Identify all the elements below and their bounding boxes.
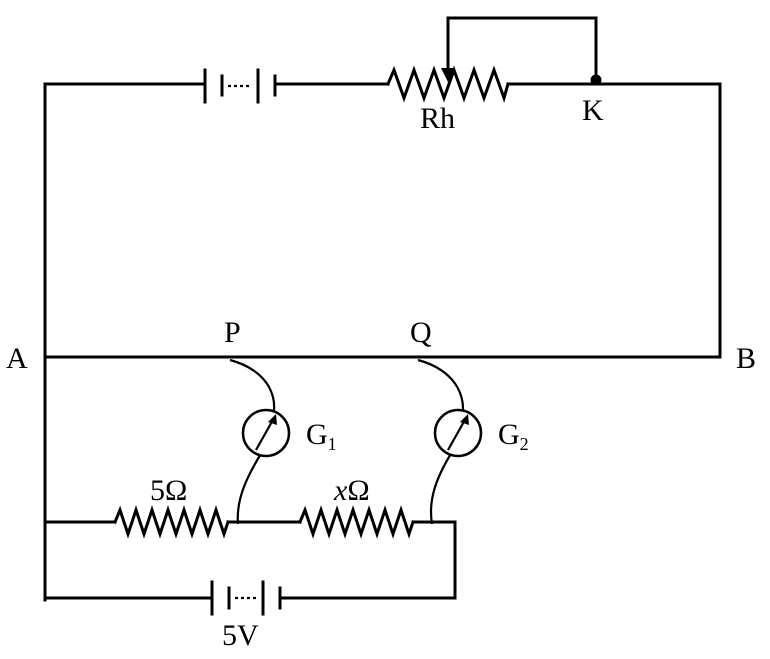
- g1-lower-lead: [236, 451, 263, 525]
- driver-battery: [203, 68, 277, 104]
- cell-5v-label: 5V: [222, 619, 259, 652]
- resistor-x-ohm: [298, 505, 415, 539]
- resistor-5-ohm-label: 5Ω: [150, 474, 187, 507]
- jockey-p-label: P: [224, 316, 241, 349]
- g2-lower-lead: [429, 451, 453, 525]
- cell-5v: [210, 580, 282, 616]
- jockey-q-label: Q: [410, 316, 432, 349]
- secondary-circuit: [43, 505, 457, 616]
- key-label: K: [582, 94, 604, 127]
- galvanometer-g2-label: G2: [498, 418, 529, 454]
- galvanometer-g1-branch: [229, 358, 291, 525]
- resistor-x-ohm-label: xΩ: [333, 474, 370, 507]
- galvanometer-g1-label: G1: [306, 418, 337, 454]
- galvanometer-g2-branch: [417, 358, 483, 525]
- rheostat-slider: [446, 16, 598, 82]
- g1-needle: [255, 417, 275, 451]
- rheostat-label: Rh: [420, 102, 455, 135]
- g2-needle-arrow: [460, 414, 469, 425]
- end-b-label: B: [736, 342, 756, 375]
- primary-circuit: [43, 16, 722, 602]
- key-contact: [590, 74, 602, 86]
- g2-needle: [447, 417, 467, 451]
- rheostat-coil: [386, 65, 510, 103]
- end-a-label: A: [6, 342, 28, 375]
- g1-needle-arrow: [268, 414, 277, 425]
- rheostat-slider-arrow: [441, 68, 455, 82]
- resistor-5-ohm: [113, 505, 230, 539]
